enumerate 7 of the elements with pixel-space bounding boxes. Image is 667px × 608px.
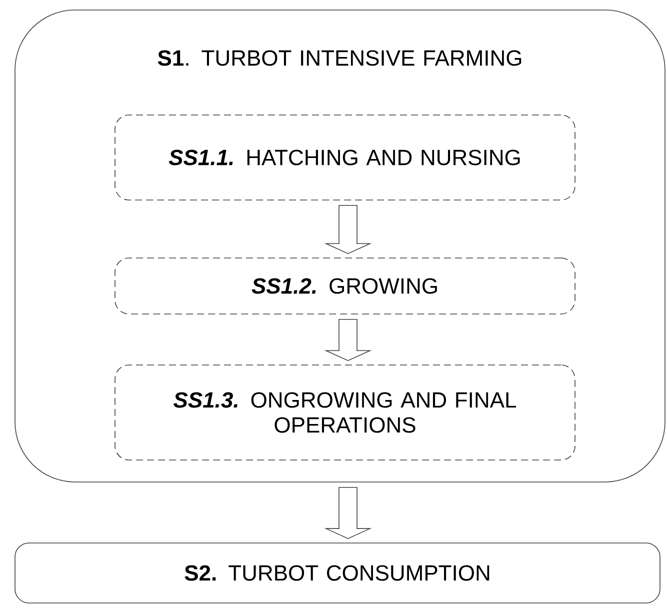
substage-box: SS1.2. GROWING	[114, 258, 576, 314]
block-arrow	[324, 318, 372, 362]
block-arrow	[324, 204, 372, 254]
block-arrow	[324, 486, 372, 540]
substage-box: SS1.3. ONGROWING AND FINAL OPERATIONS	[114, 364, 576, 460]
substage-box: SS1.1. HATCHING AND NURSING	[114, 114, 576, 200]
stage-box: S2. TURBOT CONSUMPTION	[14, 542, 660, 604]
